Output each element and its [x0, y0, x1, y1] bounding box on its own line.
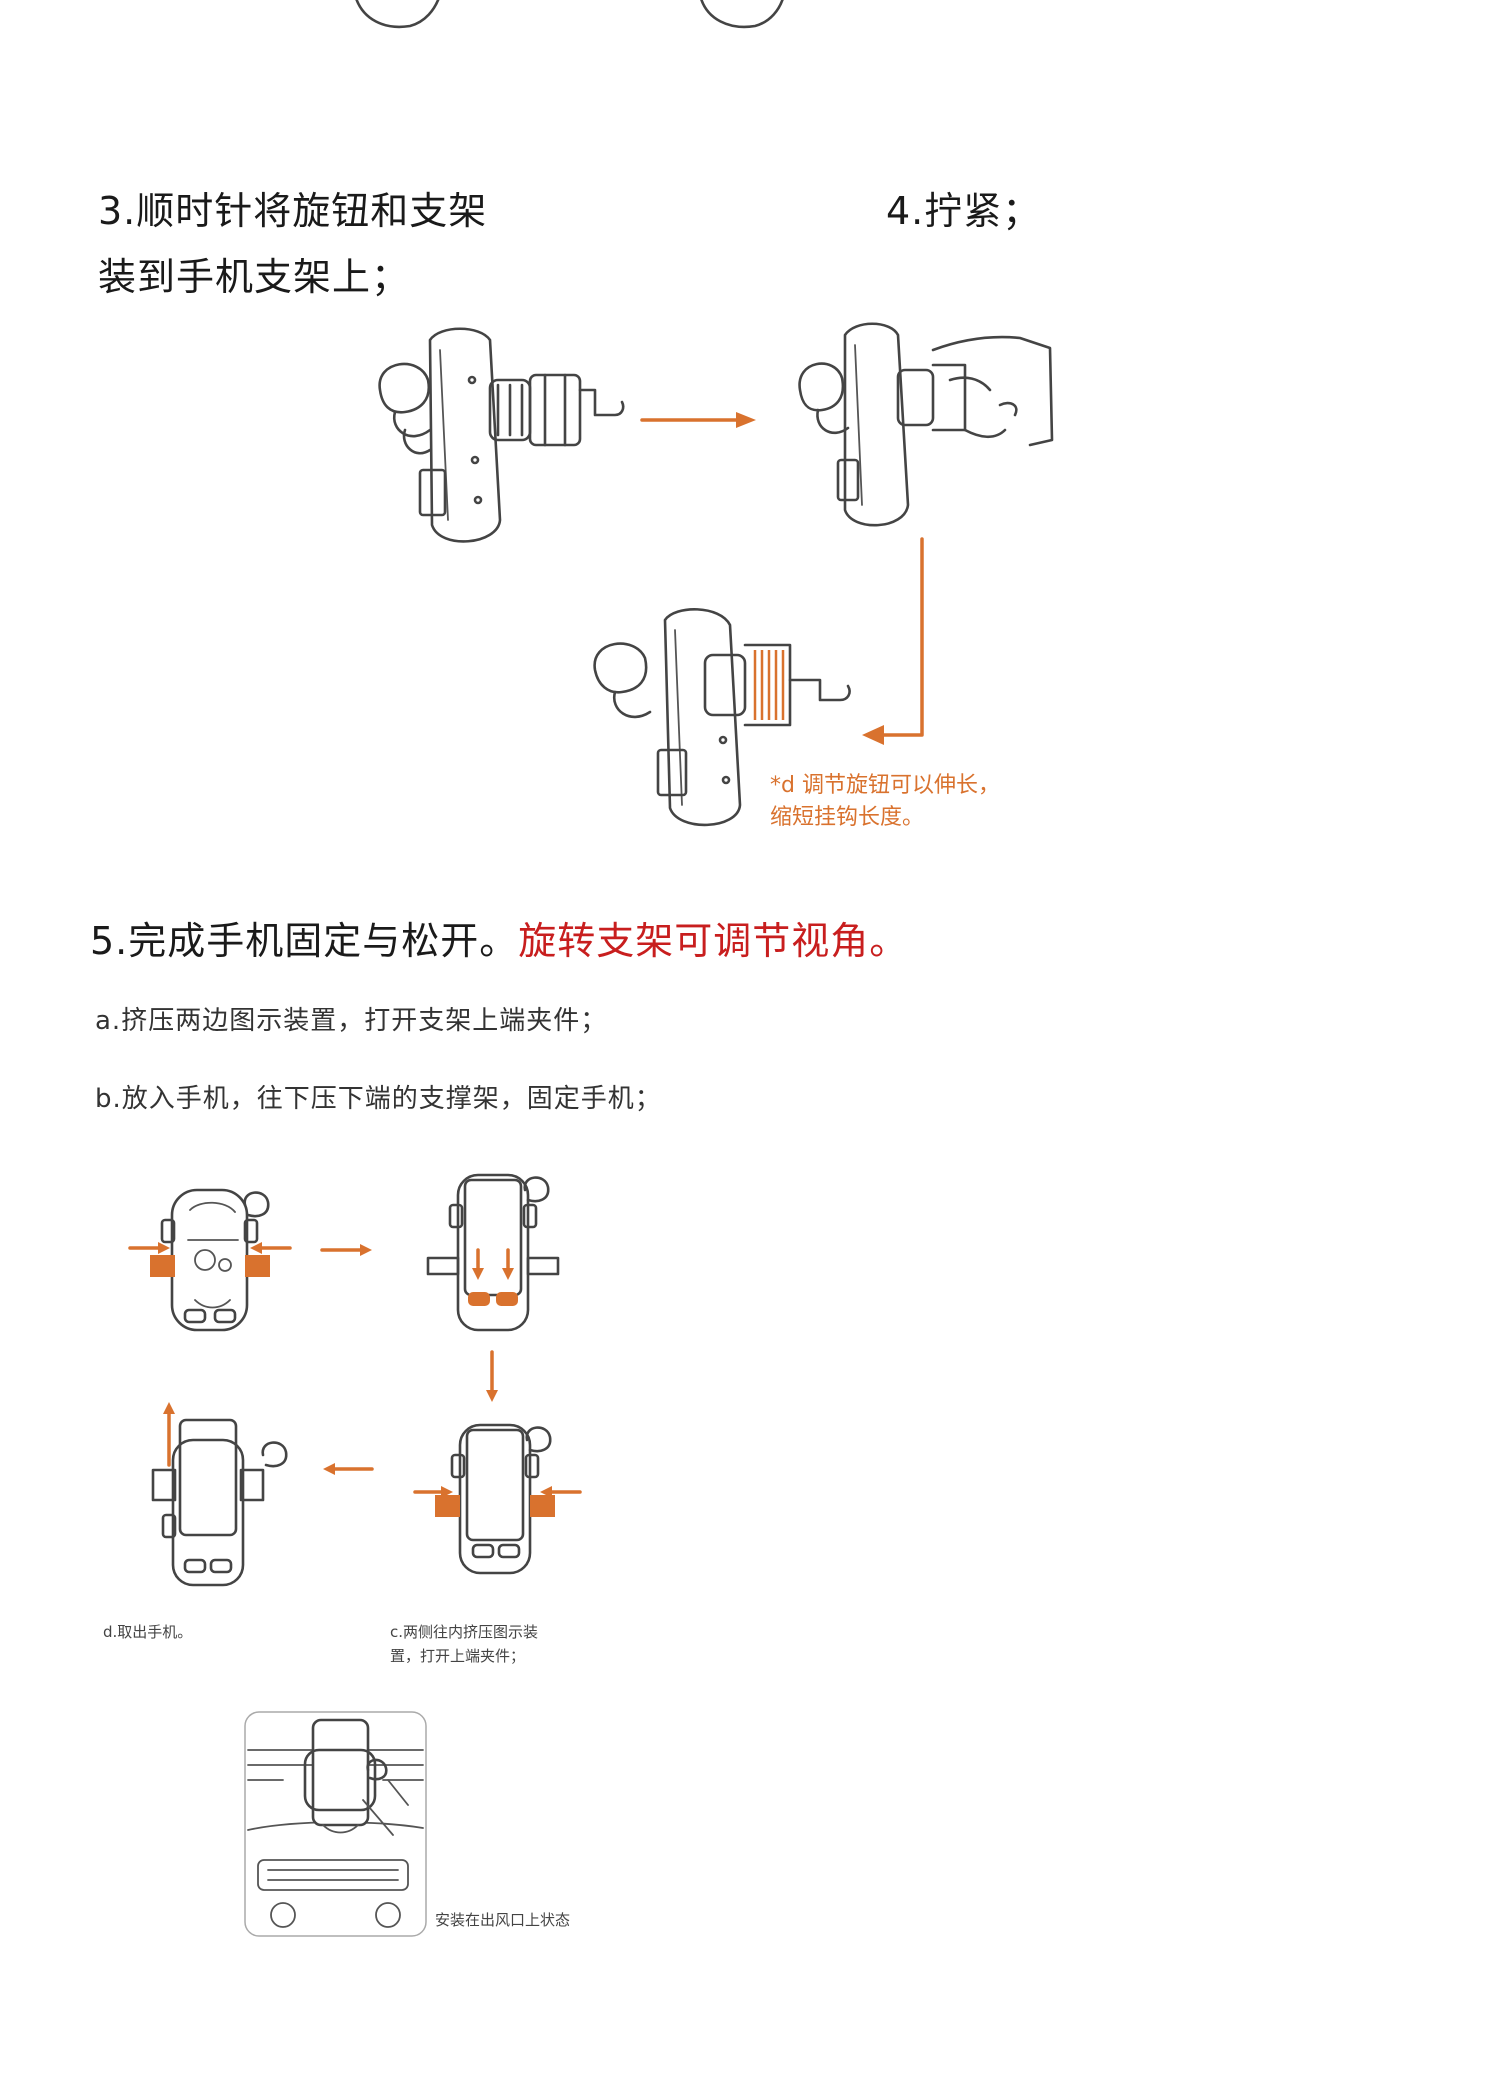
caption-c-line2: 置，打开上端夹件；	[390, 1647, 526, 1665]
step5-title-highlight: 旋转支架可调节视角。	[518, 919, 909, 963]
right-arrow-icon	[640, 412, 756, 428]
caption-c: c.两侧往内挤压图示装 置，打开上端夹件；	[390, 1620, 538, 1668]
phone-holder-illustration-step4	[798, 322, 1054, 527]
right-arrow-icon	[320, 1244, 372, 1256]
step3-title: 3.顺时针将旋钮和支架 装到手机支架上；	[98, 178, 487, 310]
phone-holder-illustration-adjust	[593, 608, 851, 827]
adjust-note: *d 调节旋钮可以伸长， 缩短挂钩长度。	[770, 770, 1000, 834]
left-arrow-icon	[323, 1463, 374, 1475]
holder-phone-insert-illustration	[426, 1173, 560, 1332]
holder-squeeze-illustration	[128, 1188, 292, 1332]
holder-remove-illustration	[151, 1402, 288, 1587]
step5-instruction-a: a.挤压两边图示装置，打开支架上端夹件；	[95, 1006, 608, 1036]
caption-installed: 安装在出风口上状态	[435, 1911, 571, 1929]
down-arrow-icon	[862, 537, 924, 745]
step5-instruction-b: b.放入手机，往下压下端的支撑架，固定手机；	[95, 1084, 662, 1114]
adjust-note-line1: *d 调节旋钮可以伸长，	[770, 773, 1000, 798]
holder-release-illustration	[413, 1423, 582, 1575]
down-arrow-icon	[486, 1350, 498, 1402]
step3-title-line2: 装到手机支架上；	[98, 255, 411, 299]
step3-title-line1: 3.顺时针将旋钮和支架	[98, 189, 488, 233]
caption-d: d.取出手机。	[103, 1623, 193, 1641]
step5-title-text: 5.完成手机固定与松开。	[90, 919, 519, 963]
phone-holder-illustration-step3	[378, 327, 625, 543]
step5-title: 5.完成手机固定与松开。旋转支架可调节视角。	[90, 910, 908, 965]
top-cutoff-illustration	[355, 0, 784, 29]
step4-title: 4.拧紧；	[886, 189, 1042, 233]
vent-install-illustration	[244, 1711, 427, 1937]
adjust-note-line2: 缩短挂钩长度。	[770, 805, 925, 830]
caption-c-line1: c.两侧往内挤压图示装	[390, 1623, 539, 1641]
